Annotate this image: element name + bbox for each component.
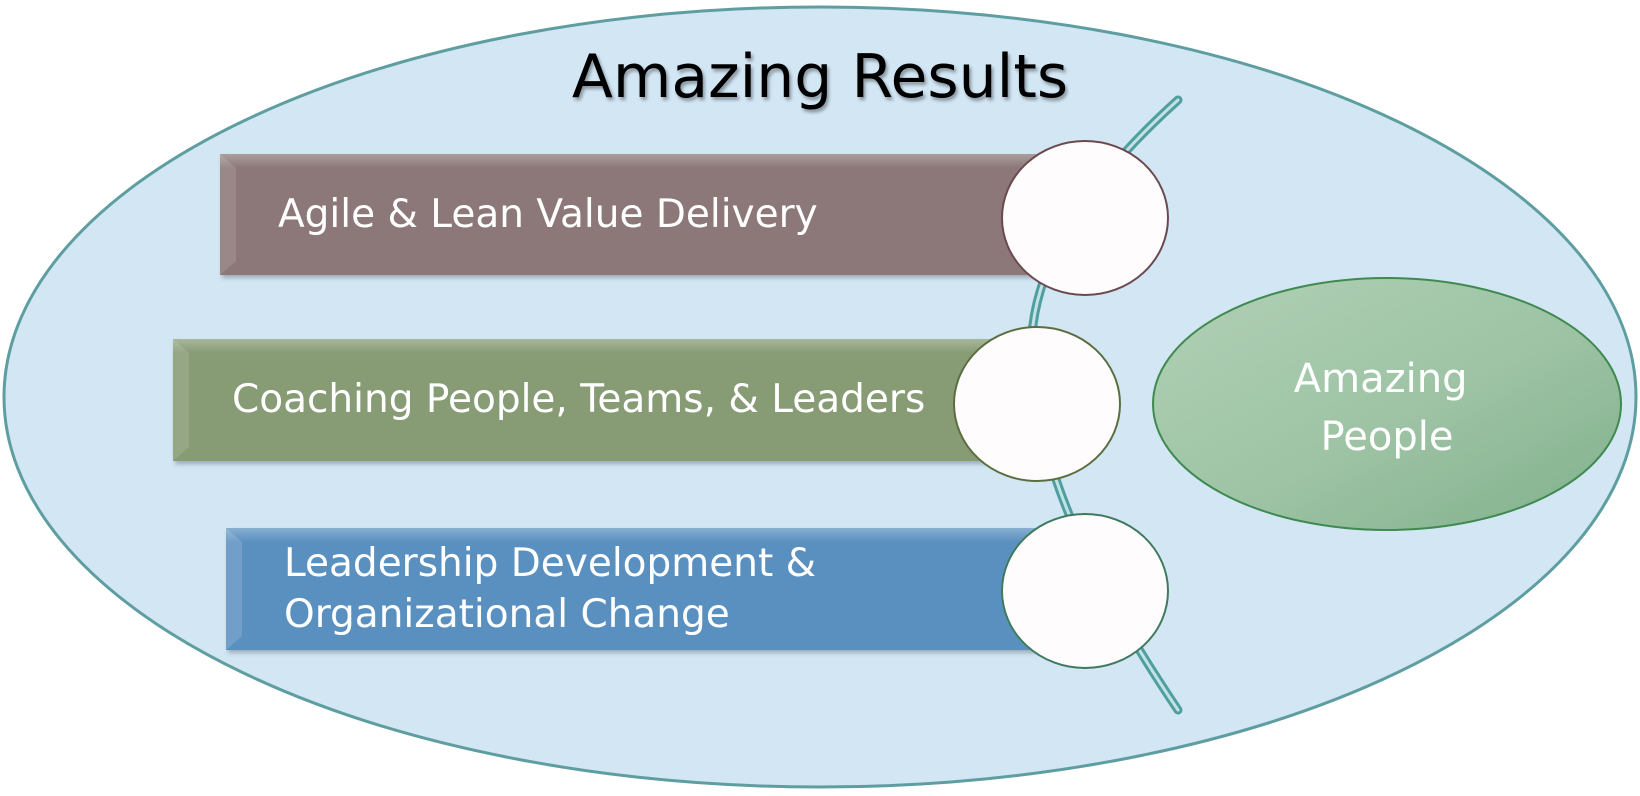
amazing-people-line-2: People <box>1321 414 1454 460</box>
bar-agile-lean-line-1: Agile & Lean Value Delivery <box>278 192 818 237</box>
diagram-title: Amazing Results <box>572 42 1068 112</box>
bar-leadership-label: Leadership Development & Organizational … <box>284 541 829 637</box>
bar-leadership-shape <box>226 528 1106 650</box>
amazing-people-label: Amazing People <box>1294 356 1480 460</box>
bar-agile-lean: Agile & Lean Value Delivery <box>220 154 1100 275</box>
circle-agile-lean <box>1001 140 1169 296</box>
bar-coaching-label: Coaching People, Teams, & Leaders <box>232 377 925 422</box>
amazing-people-node: Amazing People <box>1152 277 1622 531</box>
circle-leadership <box>1001 513 1169 669</box>
amazing-people-ellipse <box>1152 277 1622 531</box>
circle-coaching <box>953 326 1121 482</box>
bar-coaching: Coaching People, Teams, & Leaders <box>173 339 1053 461</box>
bar-leadership-line-1: Leadership Development & <box>284 541 816 586</box>
amazing-people-line-1: Amazing <box>1294 356 1468 402</box>
bar-agile-lean-shape <box>220 154 1100 275</box>
bar-leadership: Leadership Development & Organizational … <box>226 528 1106 650</box>
bar-agile-lean-label: Agile & Lean Value Delivery <box>278 192 818 237</box>
bar-coaching-line-1: Coaching People, Teams, & Leaders <box>232 377 925 422</box>
bar-leadership-line-2: Organizational Change <box>284 592 730 637</box>
bar-coaching-shape <box>173 339 1053 461</box>
